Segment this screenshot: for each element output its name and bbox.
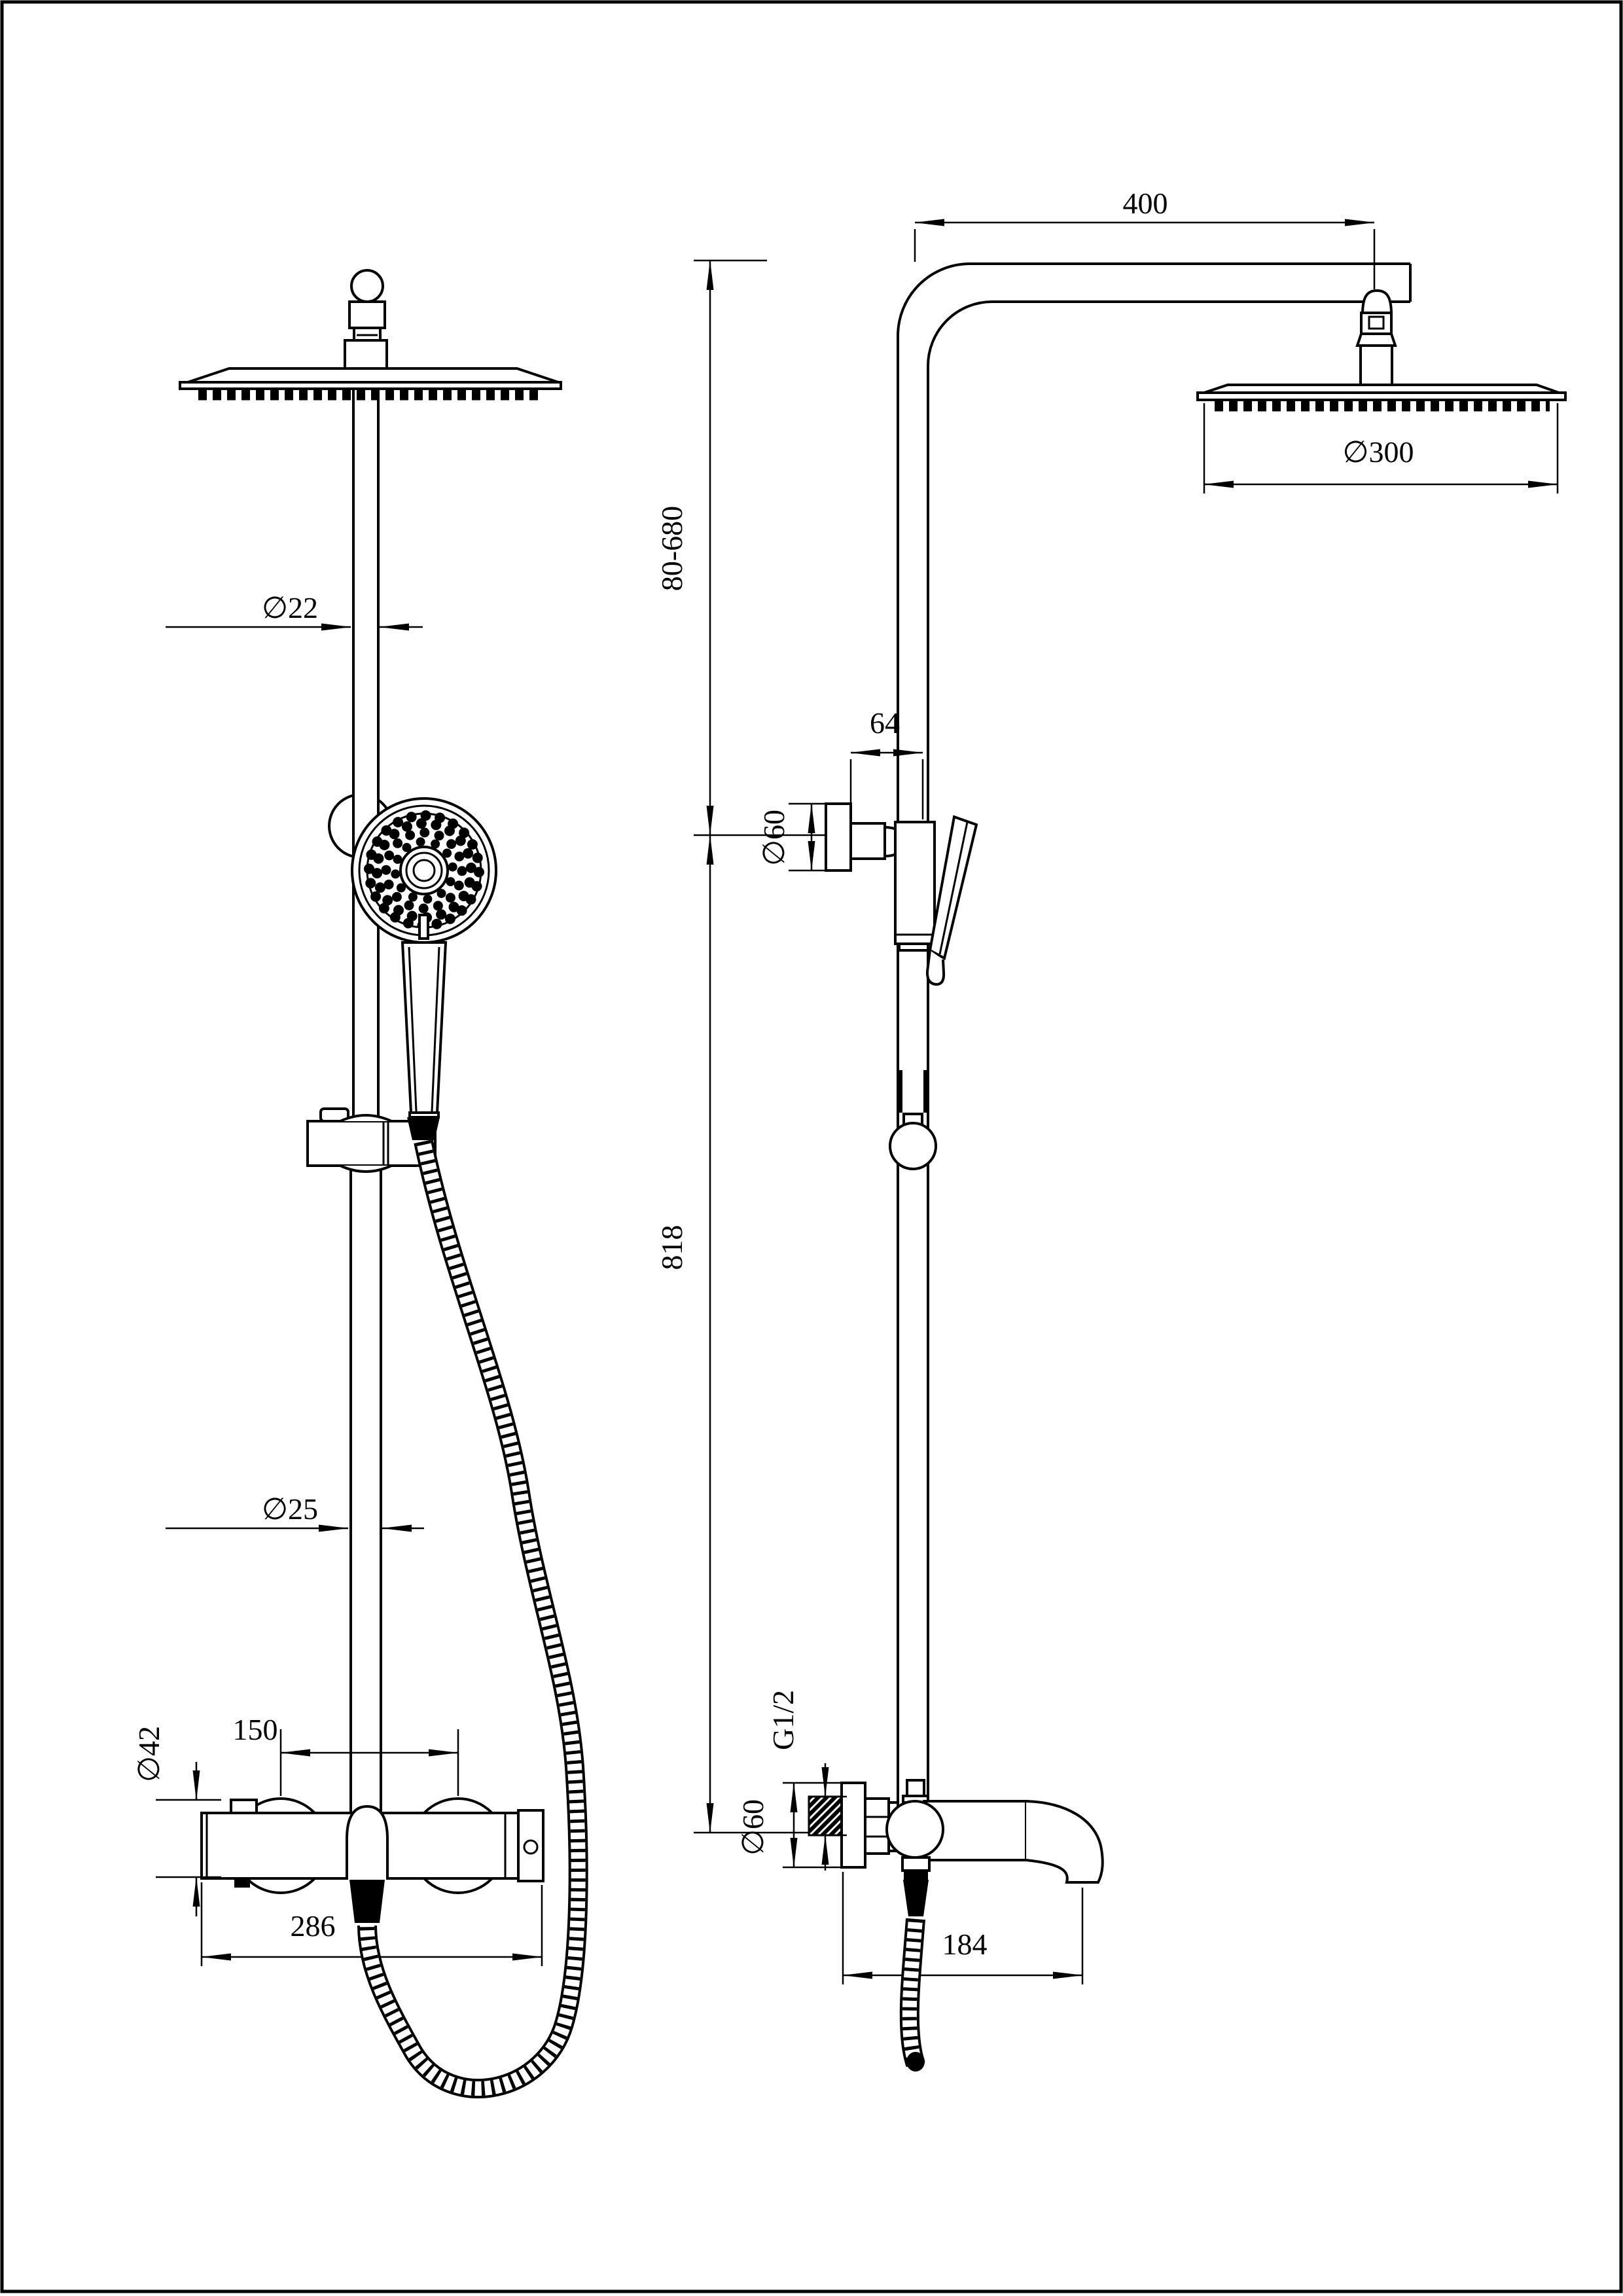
side-hose-end xyxy=(906,2052,925,2072)
front-valve xyxy=(200,1797,544,1923)
front-safety-button xyxy=(230,1799,258,1814)
dim-valve-width-label: 286 xyxy=(291,1909,336,1943)
dim-valve-body-diameter-label: ∅42 xyxy=(132,1726,166,1782)
side-valve-escutcheon xyxy=(840,1782,866,1869)
front-upper-pipe xyxy=(352,389,380,1121)
side-ball-joint xyxy=(1361,289,1393,315)
front-outlet-nut xyxy=(349,1880,385,1923)
side-inlet-thread xyxy=(808,1795,843,1837)
side-valve-body xyxy=(885,1800,944,1859)
side-holder xyxy=(825,802,978,986)
side-view xyxy=(808,262,1567,1916)
side-slider-knob xyxy=(889,1113,937,1170)
dim-inlet-thread-label: G1/2 xyxy=(766,1690,800,1750)
dim-knob-spacing-label: 150 xyxy=(233,1713,278,1746)
dimensions-front: ∅22 ∅25 ∅42 150 286 xyxy=(132,591,543,1966)
front-spray-nozzle-dots xyxy=(364,810,484,931)
front-spray-mode-tab xyxy=(418,914,429,940)
front-hand-shower xyxy=(351,797,497,1140)
front-center-outlet xyxy=(346,1804,389,1880)
front-shower-head xyxy=(179,269,562,401)
dim-holder-escutcheon-diameter-label: ∅60 xyxy=(757,810,791,866)
front-ball-joint xyxy=(350,269,384,303)
front-hose-nut xyxy=(407,1117,440,1140)
dim-valve-escutcheon-diameter-label: ∅60 xyxy=(736,1799,770,1856)
dim-spout-reach-label: 184 xyxy=(942,1928,988,1961)
side-tub-spout xyxy=(1026,1800,1104,1884)
front-shower-hose xyxy=(367,1141,579,2089)
dim-head-diameter-label: ∅300 xyxy=(1342,435,1414,469)
side-hose-nut xyxy=(903,1880,929,1916)
dim-adjust-range-label: 80-680 xyxy=(655,506,688,591)
dim-arm-length-label: 400 xyxy=(1123,187,1168,220)
side-arm-and-rail xyxy=(897,262,1412,1801)
side-shower-head xyxy=(1196,289,1567,412)
dim-rail-height-label: 818 xyxy=(655,1225,688,1270)
side-valve xyxy=(808,1779,1104,1916)
dimensions-side: 400 ∅300 80-680 818 64 ∅60 G1/2 xyxy=(655,187,1559,1984)
side-hex-nut xyxy=(864,1797,890,1855)
side-holder-clamp xyxy=(894,821,936,945)
dim-holder-offset-label: 64 xyxy=(870,706,900,740)
dim-upper-pipe-diameter-label: ∅22 xyxy=(262,591,318,624)
side-holder-escutcheon xyxy=(825,802,852,872)
front-cap-hole xyxy=(523,1839,539,1855)
front-hand-shower-handle xyxy=(401,941,448,1114)
side-shower-hose xyxy=(906,1919,925,2072)
dim-lower-pipe-diameter-label: ∅25 xyxy=(262,1492,318,1526)
front-lower-pipe xyxy=(349,1166,382,1813)
front-view xyxy=(179,269,562,1923)
